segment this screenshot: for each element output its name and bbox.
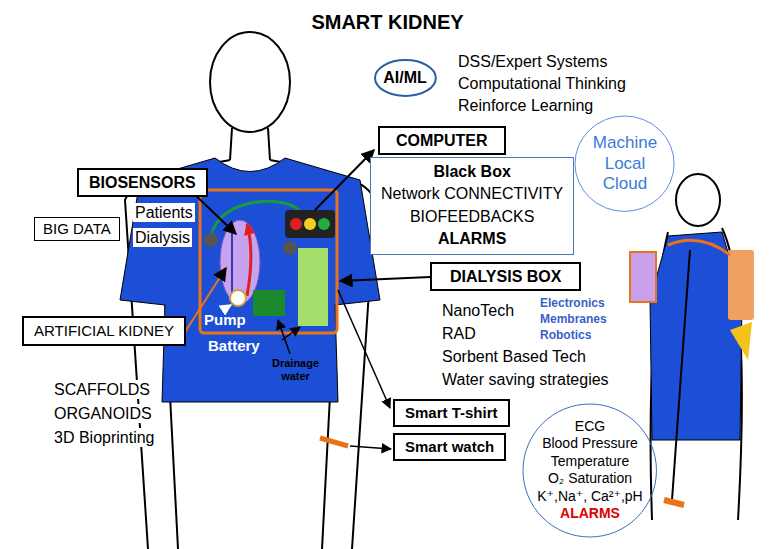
label-text: Robotics	[540, 328, 591, 342]
node-text: Smart T-shirt	[405, 404, 498, 422]
leader-line	[278, 320, 290, 354]
device-frame	[200, 190, 337, 333]
side-strap	[668, 240, 730, 255]
label-box: Black BoxNetwork CONNECTIVITYBIOFEEDBACK…	[370, 157, 574, 255]
leader-arrow	[350, 446, 391, 449]
label-text: 3D Bioprinting	[52, 428, 157, 447]
leader-arrow	[340, 277, 430, 281]
label-text: Sorbent Based Tech	[442, 347, 586, 366]
flow-arrow	[247, 224, 251, 296]
label-box: COMPUTER	[378, 126, 506, 155]
side-head	[676, 174, 720, 226]
node-text: Machine Local Cloud	[593, 133, 657, 194]
label-text: SCAFFOLDS	[52, 380, 152, 399]
node-text: BIG DATA	[43, 220, 111, 238]
ellipse-shape	[375, 60, 436, 96]
label-text: Computational Thinking	[458, 74, 626, 93]
side-backpack	[728, 250, 754, 320]
node-text: Smart watch	[405, 438, 494, 456]
node-text: O₂ Saturation	[537, 470, 642, 488]
label-text: NanoTech	[442, 301, 514, 320]
node-text: Black Box	[381, 161, 563, 183]
node-text: ARTIFICIAL KIDNEY	[34, 322, 174, 340]
node-text: COMPUTER	[396, 131, 488, 150]
label-text: Pump	[204, 311, 246, 329]
control-unit	[285, 210, 335, 238]
drainage-tank	[253, 290, 285, 316]
ellipse-node: ECGBlood PressureTemperatureO₂ Saturatio…	[522, 403, 657, 538]
label-box: DIALYSIS BOX	[430, 262, 581, 291]
ellipse-node: Machine Local Cloud	[574, 115, 675, 212]
node-text: Blood Pressure	[537, 435, 642, 453]
yellow-light	[304, 218, 316, 230]
label-text: DSS/Expert Systems	[458, 52, 607, 71]
diagram-title: SMART KIDNEY	[0, 10, 775, 34]
sensor	[283, 241, 297, 255]
node-text: Network CONNECTIVITY	[381, 183, 563, 205]
ellipse-node: AI/ML	[373, 58, 438, 98]
side-device	[630, 252, 656, 302]
node-text: DIALYSIS BOX	[450, 267, 561, 286]
label-box: ARTIFICIAL KIDNEY	[22, 316, 186, 346]
side-pouch	[730, 322, 752, 360]
label-text: Membranes	[540, 312, 607, 326]
ellipse-shape	[523, 404, 656, 537]
flow-line	[231, 226, 233, 296]
battery	[298, 248, 328, 326]
node-text: Temperature	[537, 453, 642, 471]
node-text: AI/ML	[383, 68, 427, 87]
pump	[230, 290, 246, 306]
label-text: Battery	[208, 337, 260, 355]
label-box: BIG DATA	[34, 217, 120, 241]
ellipse-shape	[575, 116, 674, 211]
sensor	[204, 233, 218, 247]
side-wrist-band	[664, 500, 684, 505]
red-light	[290, 218, 302, 230]
green-light	[318, 218, 330, 230]
label-text: Patients	[133, 203, 195, 222]
label-text: RAD	[442, 324, 476, 343]
node-text: ECG	[537, 418, 642, 436]
side-arm	[672, 250, 690, 500]
leader-line	[223, 305, 231, 310]
label-text: Reinforce Learning	[458, 96, 593, 115]
label-text: Drainage water	[272, 357, 319, 383]
label-text: Water saving strategies	[442, 370, 609, 389]
node-text: BIOFEEDBACKS	[381, 206, 563, 228]
head	[210, 32, 290, 132]
label-text: Electronics	[540, 296, 605, 310]
label-box: Smart watch	[393, 433, 506, 461]
label-box: Smart T-shirt	[393, 399, 510, 427]
leader-arrow	[315, 150, 374, 210]
label-text: ORGANOIDS	[52, 404, 154, 423]
leader-arrow	[338, 290, 390, 408]
node-text: K⁺,Na⁺, Ca²⁺,pH	[537, 488, 642, 506]
node-text: ALARMS	[381, 228, 563, 250]
node-text: ALARMS	[537, 505, 642, 523]
label-box: BIOSENSORS	[77, 168, 208, 197]
wrist-band	[320, 438, 348, 446]
node-text: BIOSENSORS	[89, 173, 196, 192]
label-text: Dialysis	[133, 228, 192, 247]
neck	[230, 128, 270, 160]
